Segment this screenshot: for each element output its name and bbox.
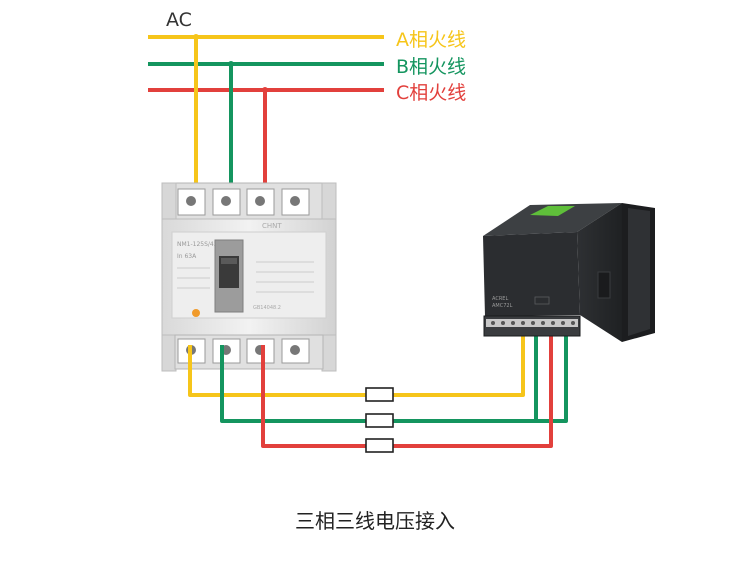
breaker-standard: GB14048.2 (253, 305, 281, 311)
fuse-a (365, 387, 394, 402)
phase-c-label: C相火线 (396, 82, 467, 104)
breaker-brand: CHNT (262, 222, 282, 230)
diagram-caption: 三相三线电压接入 (295, 509, 455, 533)
fuse-b (365, 413, 394, 428)
phase-a-label: A相火线 (396, 29, 466, 51)
breaker-model: NM1-125S/4300 (177, 241, 225, 248)
phase-b-label: B相火线 (396, 56, 467, 78)
meter-label-2: AMC72L (492, 303, 513, 309)
breaker-rating: In 63A (177, 253, 197, 260)
power-meter: ACREL AMC72L (483, 203, 655, 342)
ac-label: AC (166, 9, 192, 31)
breaker-input-wires (194, 37, 267, 187)
circuit-breaker: CHNT NM1-125S/4300 In 63A GB14048.2 (161, 182, 337, 372)
fuse-c (365, 438, 394, 453)
meter-accent (530, 206, 575, 216)
fuse-icon (365, 387, 394, 453)
ac-bus (148, 34, 384, 93)
breaker-indicator (192, 309, 200, 317)
meter-label-1: ACREL (492, 296, 508, 302)
